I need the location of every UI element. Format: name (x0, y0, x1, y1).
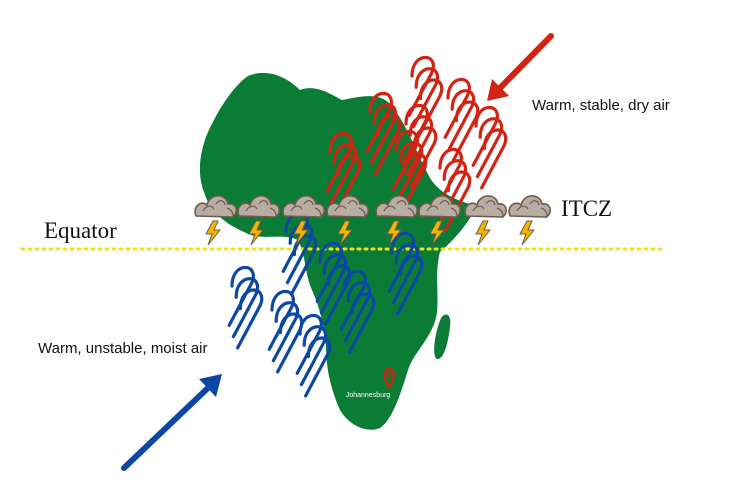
dry-air-label: Warm, stable, dry air (532, 97, 670, 114)
thunderstorm-cloud-icon (508, 195, 552, 246)
moist-air-label: Warm, unstable, moist air (38, 340, 208, 357)
wind-gust-icon (243, 286, 315, 374)
map-pin-icon (383, 366, 395, 390)
equator-label: Equator (44, 218, 117, 243)
city-label: Johannesburg (346, 392, 390, 399)
thunderstorm-cloud-icon (464, 195, 508, 246)
dry-air-arrow (487, 33, 554, 101)
africa-continent (199, 72, 476, 430)
itcz-label: ITCZ (561, 196, 613, 221)
wind-gust-icon (447, 102, 519, 190)
moist-air-arrow (121, 374, 222, 471)
madagascar-island (434, 314, 451, 360)
wind-gust-icon (203, 262, 275, 350)
